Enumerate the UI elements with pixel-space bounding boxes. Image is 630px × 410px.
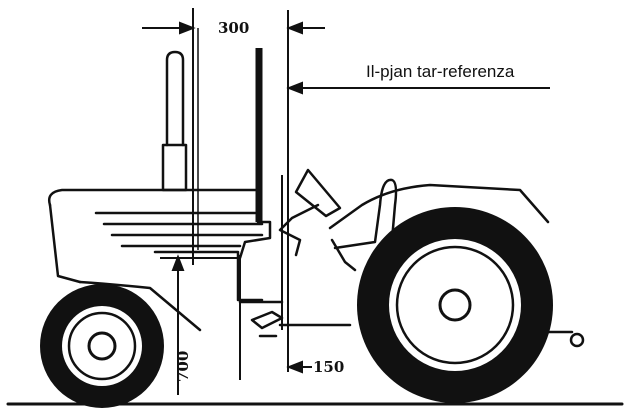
steering-wheel [294, 168, 342, 218]
dimension-700-label: 700 [174, 351, 192, 382]
reference-plane-label: Il-pjan tar-referenza [366, 62, 515, 81]
front-wheel [40, 284, 164, 408]
hitch-pin [569, 332, 585, 348]
reference-plane-arrow [286, 81, 550, 95]
pedal-linkage [238, 300, 284, 330]
exhaust-base [161, 143, 188, 192]
dimension-700 [160, 254, 238, 395]
dimension-150-label: 150 [313, 358, 344, 376]
dimension-150 [286, 360, 312, 374]
tractor-front-grille [48, 203, 82, 284]
exhaust-pipe [165, 50, 185, 147]
seat [333, 178, 398, 250]
tractor-hood [48, 188, 272, 260]
steering-column [278, 203, 320, 257]
engine-block [153, 250, 264, 302]
rear-wheel [357, 207, 553, 403]
dimension-300 [142, 21, 325, 35]
dimension-300-label: 300 [218, 19, 249, 37]
